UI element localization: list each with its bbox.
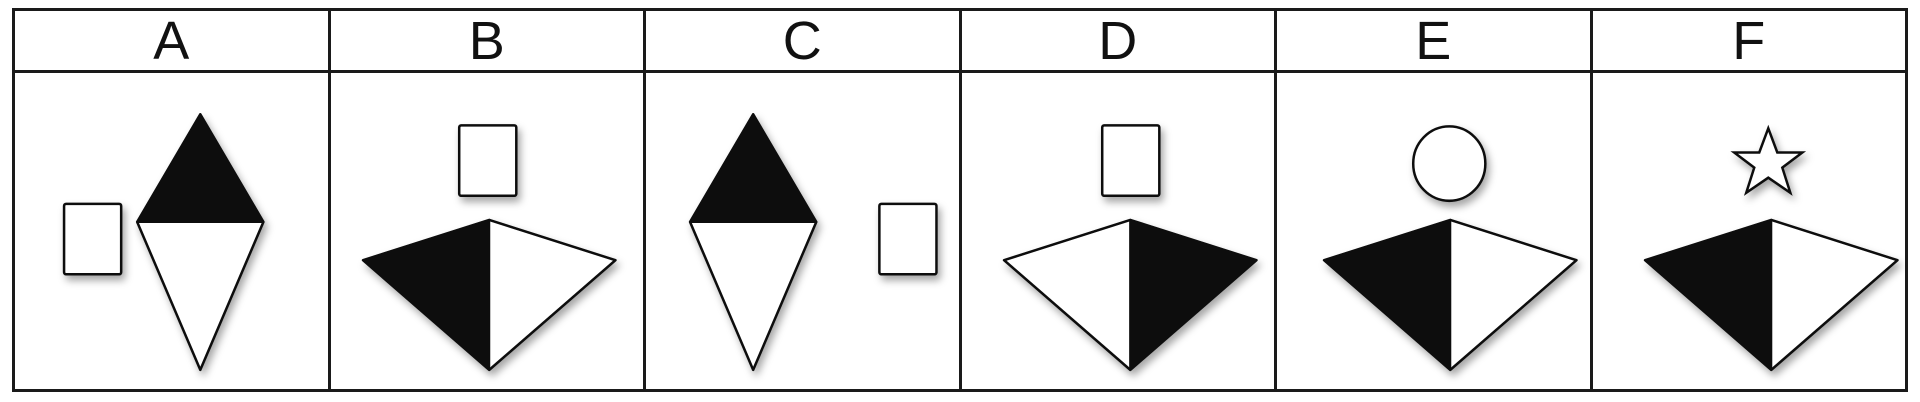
small-square [878,202,938,276]
small-square [62,202,123,276]
figure-grid: A B [12,8,1908,392]
panel-e: E [1277,11,1593,389]
panel-figure [15,73,328,389]
panel-d: D [961,11,1277,389]
small-square [1100,124,1161,198]
panel-figure [1593,73,1906,389]
panel-label: E [1277,11,1590,73]
panel-a: A [15,11,331,389]
vertical-split-diamond [688,113,818,372]
panel-c: C [646,11,962,389]
panel-b: B [330,11,646,389]
small-square [457,124,518,198]
panel-f: F [1592,11,1906,389]
horizontal-split-diamond [361,218,617,372]
panel-figure [962,73,1275,389]
vertical-split-diamond [135,113,265,372]
panel-figure [331,73,644,389]
panel-label: A [15,11,328,73]
horizontal-split-diamond [1322,218,1578,372]
horizontal-split-diamond [1002,218,1258,372]
panel-figure [646,73,959,389]
horizontal-split-diamond [1643,218,1899,372]
panel-figure [1277,73,1590,389]
panel-label: B [330,11,643,73]
panel-label: D [961,11,1274,73]
panel-label: F [1592,11,1905,73]
small-star [1729,124,1806,196]
panel-label: C [646,11,959,73]
small-circle [1411,125,1487,203]
